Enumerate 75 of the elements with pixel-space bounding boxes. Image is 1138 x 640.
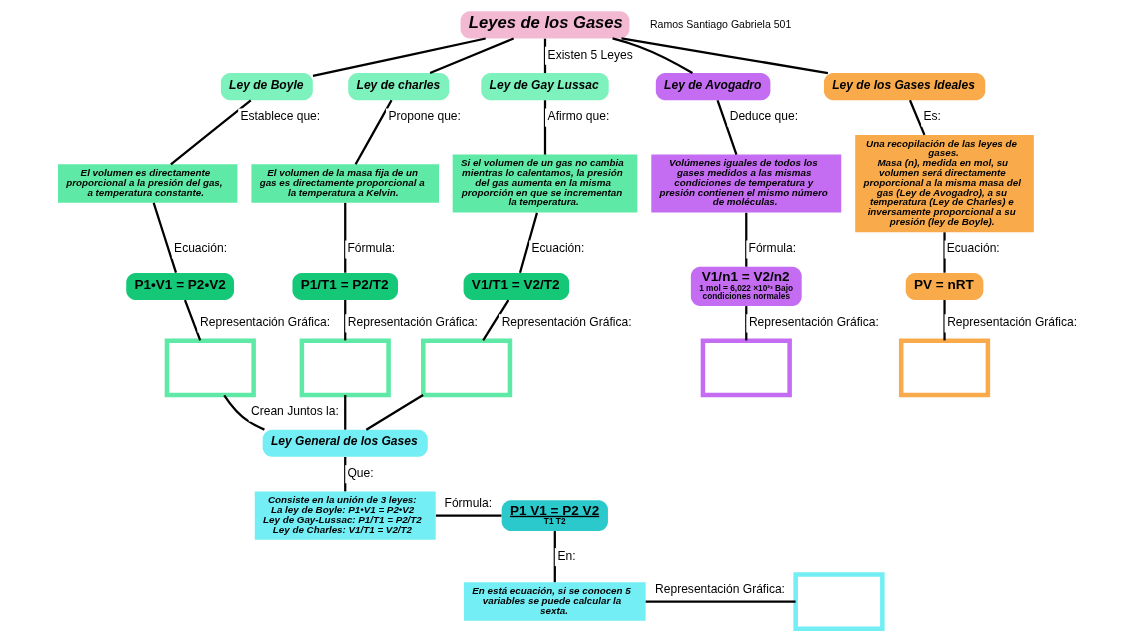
- label: Ramos Santiago Gabriela 501: [649, 17, 791, 30]
- edge-label: Propone que:: [388, 109, 461, 124]
- node-box: [420, 338, 512, 398]
- node-box: En está ecuación, si se conocen 5 variables se puede calcular la sexta.: [463, 582, 646, 621]
- connector: [645, 600, 796, 603]
- connector: [744, 212, 747, 267]
- edge-label: Ecuación:: [946, 241, 1000, 256]
- connector: [518, 212, 538, 274]
- edge-label: Representación Gráfica:: [946, 315, 1077, 330]
- node-box: Ley de Avogadro: [655, 73, 770, 101]
- edge-label: Es:: [922, 109, 941, 124]
- edge-label: Deduce que:: [729, 109, 798, 124]
- node-box: Volúmenes iguales de todos los gases medidos a las mismas condiciones de temperatura y presión contienen el mismo número de moléculas.: [650, 154, 841, 213]
- connector: [343, 395, 346, 430]
- connector: [942, 300, 946, 341]
- connector: [716, 99, 737, 155]
- node-box: [299, 338, 391, 398]
- node-box: Ley de Boyle: [220, 73, 313, 101]
- edge-label: Ecuación:: [173, 241, 227, 256]
- edge-label: Representación Gráfica:: [199, 315, 330, 330]
- connector: [611, 37, 693, 75]
- node-box: [700, 338, 792, 398]
- edge-label: Fórmula:: [346, 241, 395, 256]
- connector: [744, 306, 747, 341]
- node-box: Ley de los Gases Ideales: [823, 73, 985, 101]
- node-box: P1•V1 = P2•V2: [125, 272, 234, 300]
- connector: [429, 37, 514, 75]
- connector: [908, 99, 925, 136]
- edge-label: Establece que:: [239, 109, 320, 124]
- connector: [620, 37, 828, 75]
- edge-label: Existen 5 Leyes: [547, 47, 633, 62]
- connector: [543, 100, 546, 155]
- node-box: [792, 572, 885, 631]
- connector: [343, 300, 346, 341]
- connector: [343, 457, 346, 492]
- edge-label: Representación Gráfica:: [347, 315, 478, 330]
- node-box: Si el volumen de un gas no cambia mientras lo calentamos, la presión del gas aumenta en la misma proporción en que se incrementan la temperatura.: [452, 154, 637, 213]
- node-box: [898, 338, 990, 398]
- connector: [222, 394, 265, 431]
- connector: [343, 202, 346, 273]
- edge-label: Representación Gráfica:: [501, 315, 632, 330]
- connector: [481, 299, 509, 341]
- connector: [354, 99, 392, 165]
- node-box: Ley General de los Gases: [262, 429, 428, 457]
- node-box: Leyes de los Gases: [460, 11, 629, 39]
- node-box: Ley de charles: [347, 73, 449, 101]
- node-box: Consiste en la unión de 3 leyes: La ley de Boyle: P1•V1 = P2•V2 Ley de Gay-Lussac: P1/T1 = P2/T2 Ley de Charles: V1/T1 = V2/T2: [254, 491, 436, 540]
- node-box: PV = nRT: [905, 272, 983, 300]
- node-box: V1/T1 = V2/T2: [463, 272, 569, 300]
- edge-label: Representación Gráfica:: [748, 315, 879, 330]
- edge-label: En:: [556, 548, 576, 563]
- connector: [183, 299, 201, 341]
- edge-label: Afirmo que:: [547, 109, 609, 124]
- connector: [553, 531, 556, 583]
- connector: [365, 394, 424, 431]
- node-box: V1/n1 = V2/n2 1 mol = 6,022 ×10²³ Bajo condiciones normales: [690, 266, 802, 307]
- node-box: El volumen de la masa fija de un gas es directamente proporcional a la temperatura a Kelvin.: [250, 164, 439, 203]
- edge-label: Fórmula:: [444, 496, 492, 511]
- node-box: P1 V1 = P2 V2 T1 T2: [501, 500, 608, 532]
- connector: [312, 37, 486, 78]
- connector: [543, 38, 546, 74]
- node-box: P1/T1 = P2/T2: [291, 272, 398, 300]
- connector: [942, 232, 946, 273]
- edge-label: Representación Gráfica:: [654, 582, 785, 597]
- connector: [152, 202, 177, 274]
- connector: [435, 514, 501, 517]
- edge-label: Que:: [346, 466, 374, 481]
- node-box: [164, 338, 256, 398]
- node-box: Una recopilación de las leyes de gases. Masa (n), medida en mol, su volumen será directamente proporcional a la misma masa del gas (Ley de Avogadro), a su temperatura (Ley de Charles) e inversamente proporcional a su presión (ley de Boyle).: [854, 134, 1034, 233]
- edge-label: Ecuación:: [530, 241, 584, 256]
- connector: [169, 99, 251, 166]
- edge-label: Crean Juntos la:: [250, 404, 339, 419]
- edge-label: Fórmula:: [748, 241, 796, 256]
- node-box: Ley de Gay Lussac: [480, 73, 609, 101]
- node-box: El volumen es directamente proporcional a la presión del gas, a temperatura constante.: [57, 164, 237, 203]
